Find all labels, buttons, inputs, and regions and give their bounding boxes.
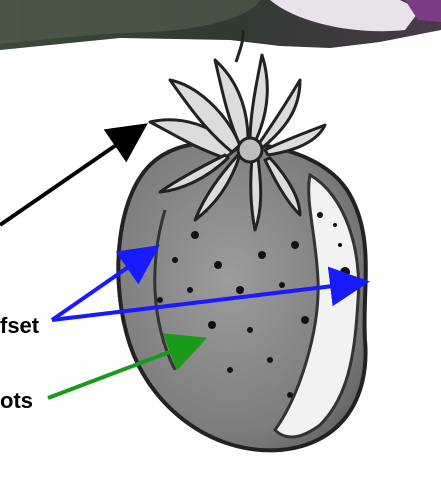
offset-label: fset xyxy=(0,313,39,339)
spots-label: ots xyxy=(0,388,33,414)
background-photo xyxy=(0,0,441,50)
